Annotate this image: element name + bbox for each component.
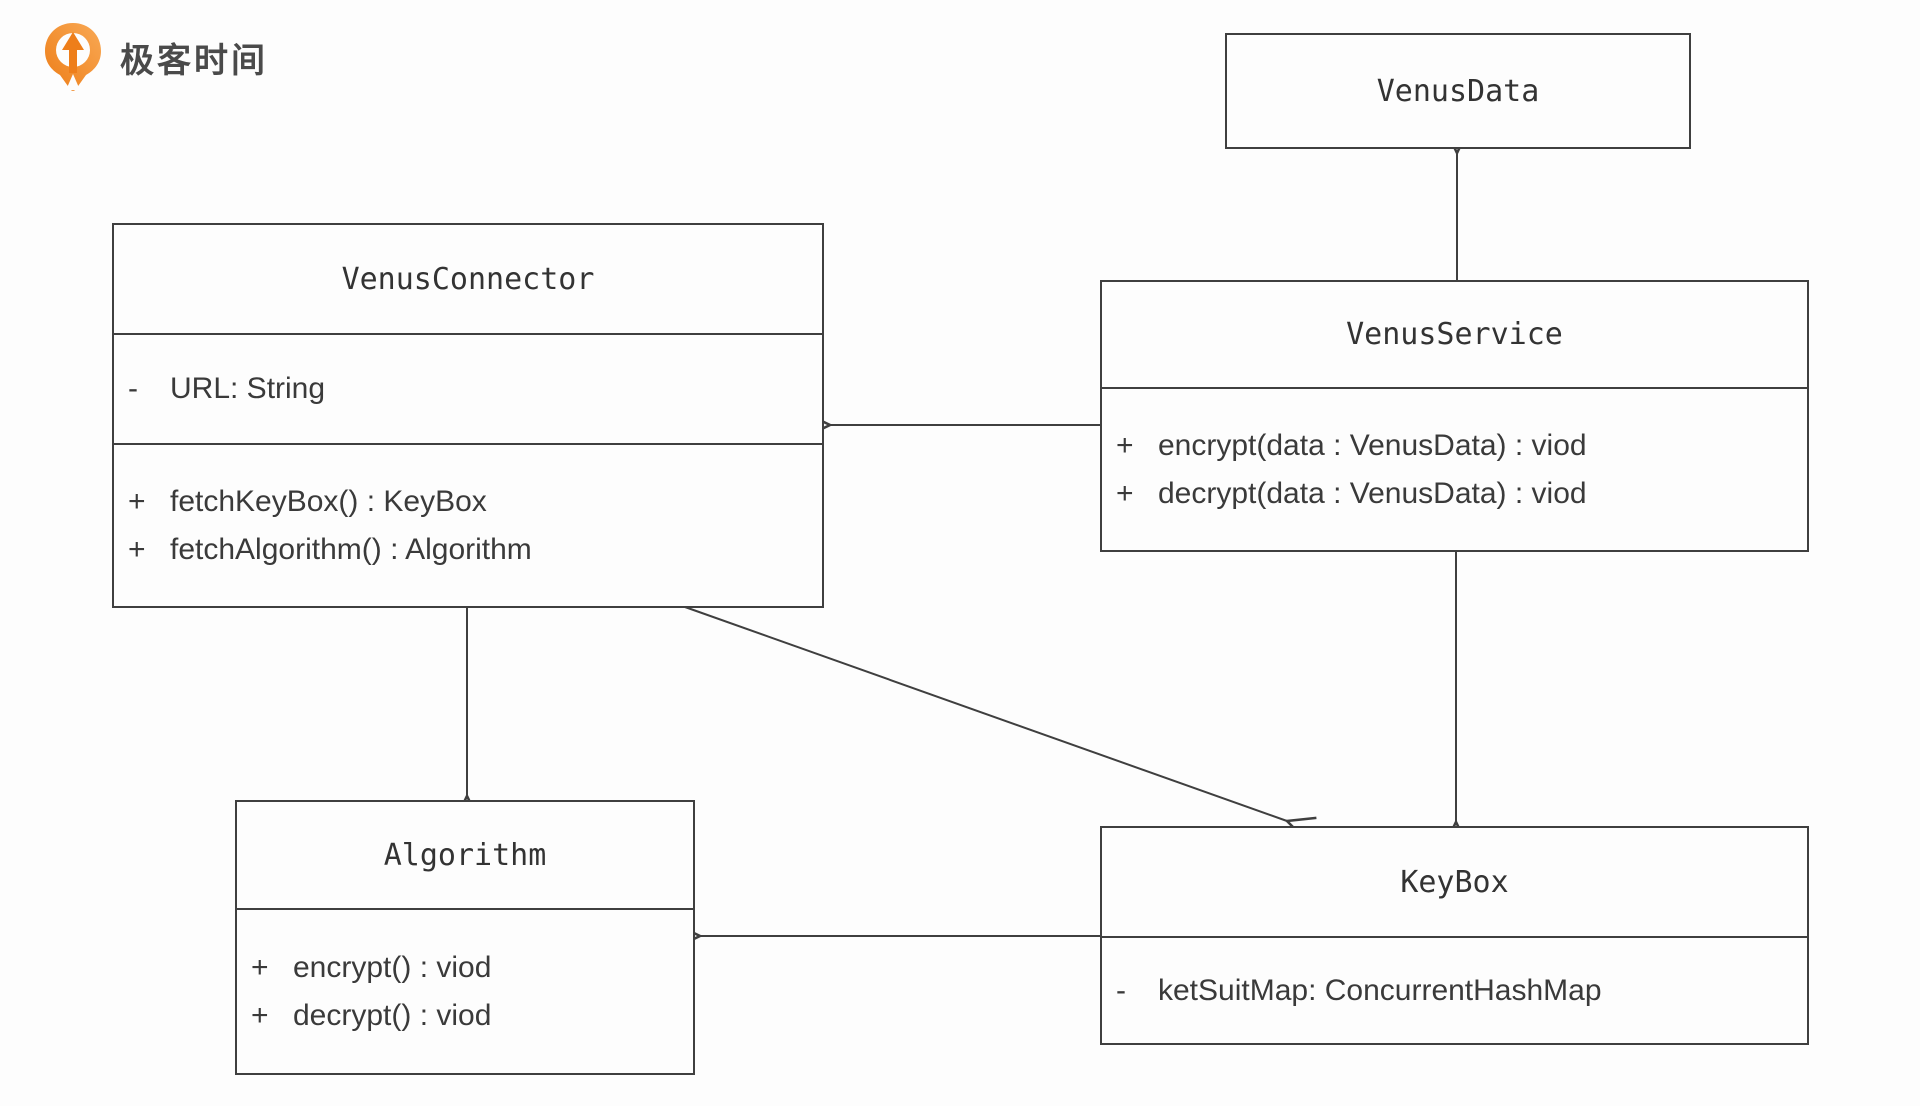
visibility-sign: + — [251, 950, 269, 984]
visibility-sign: + — [128, 532, 146, 566]
class-box-keybox: KeyBox - ketSuitMap: ConcurrentHashMap — [1100, 826, 1809, 1045]
visibility-sign: + — [251, 998, 269, 1032]
methods-section: + encrypt(data : VenusData) : viod + dec… — [1102, 387, 1807, 550]
method-row: + fetchKeyBox() : KeyBox — [128, 478, 822, 526]
visibility-sign: + — [1116, 428, 1134, 462]
attribute-row: - URL: String — [128, 365, 822, 413]
method-text: decrypt() : viod — [293, 998, 492, 1032]
class-title-venusservice: VenusService — [1346, 317, 1563, 352]
attribute-row: - ketSuitMap: ConcurrentHashMap — [1116, 967, 1807, 1015]
method-row: + decrypt() : viod — [251, 992, 693, 1040]
method-row: + encrypt(data : VenusData) : viod — [1116, 422, 1807, 470]
class-box-algorithm: Algorithm + encrypt() : viod + decrypt()… — [235, 800, 695, 1075]
method-row: + decrypt(data : VenusData) : viod — [1116, 470, 1807, 518]
visibility-sign: - — [1116, 973, 1126, 1007]
attribute-text: ketSuitMap: ConcurrentHashMap — [1158, 973, 1602, 1007]
methods-section: + encrypt() : viod + decrypt() : viod — [237, 908, 693, 1073]
method-row: + fetchAlgorithm() : Algorithm — [128, 526, 822, 574]
attributes-section: - ketSuitMap: ConcurrentHashMap — [1102, 936, 1807, 1043]
methods-section: + fetchKeyBox() : KeyBox + fetchAlgorith… — [114, 443, 822, 606]
class-box-venusservice: VenusService + encrypt(data : VenusData)… — [1100, 280, 1809, 552]
class-title-venusdata: VenusData — [1376, 73, 1540, 109]
method-text: decrypt(data : VenusData) : viod — [1158, 476, 1587, 510]
arrow-venusconnector-to-keybox — [684, 606, 1317, 843]
class-title-keybox: KeyBox — [1400, 864, 1509, 900]
method-text: encrypt(data : VenusData) : viod — [1158, 428, 1587, 462]
class-title-algorithm: Algorithm — [383, 837, 547, 873]
attribute-text: URL: String — [170, 372, 326, 405]
method-text: encrypt() : viod — [293, 950, 492, 984]
method-text: fetchKeyBox() : KeyBox — [170, 484, 487, 518]
visibility-sign: + — [1116, 476, 1134, 510]
class-box-venusdata: VenusData — [1225, 33, 1691, 149]
visibility-sign: - — [128, 372, 138, 405]
geektime-brand-text: 极客时间 — [120, 41, 268, 80]
class-box-venusconnector: VenusConnector - URL: String + fetchKeyB… — [112, 223, 824, 608]
geektime-pin-icon — [45, 23, 101, 91]
method-row: + encrypt() : viod — [251, 944, 693, 992]
method-text: fetchAlgorithm() : Algorithm — [170, 532, 532, 566]
attributes-section: - URL: String — [114, 333, 822, 443]
class-title-venusconnector: VenusConnector — [341, 261, 595, 297]
geektime-logo: 极客时间 — [40, 20, 268, 94]
visibility-sign: + — [128, 484, 146, 518]
